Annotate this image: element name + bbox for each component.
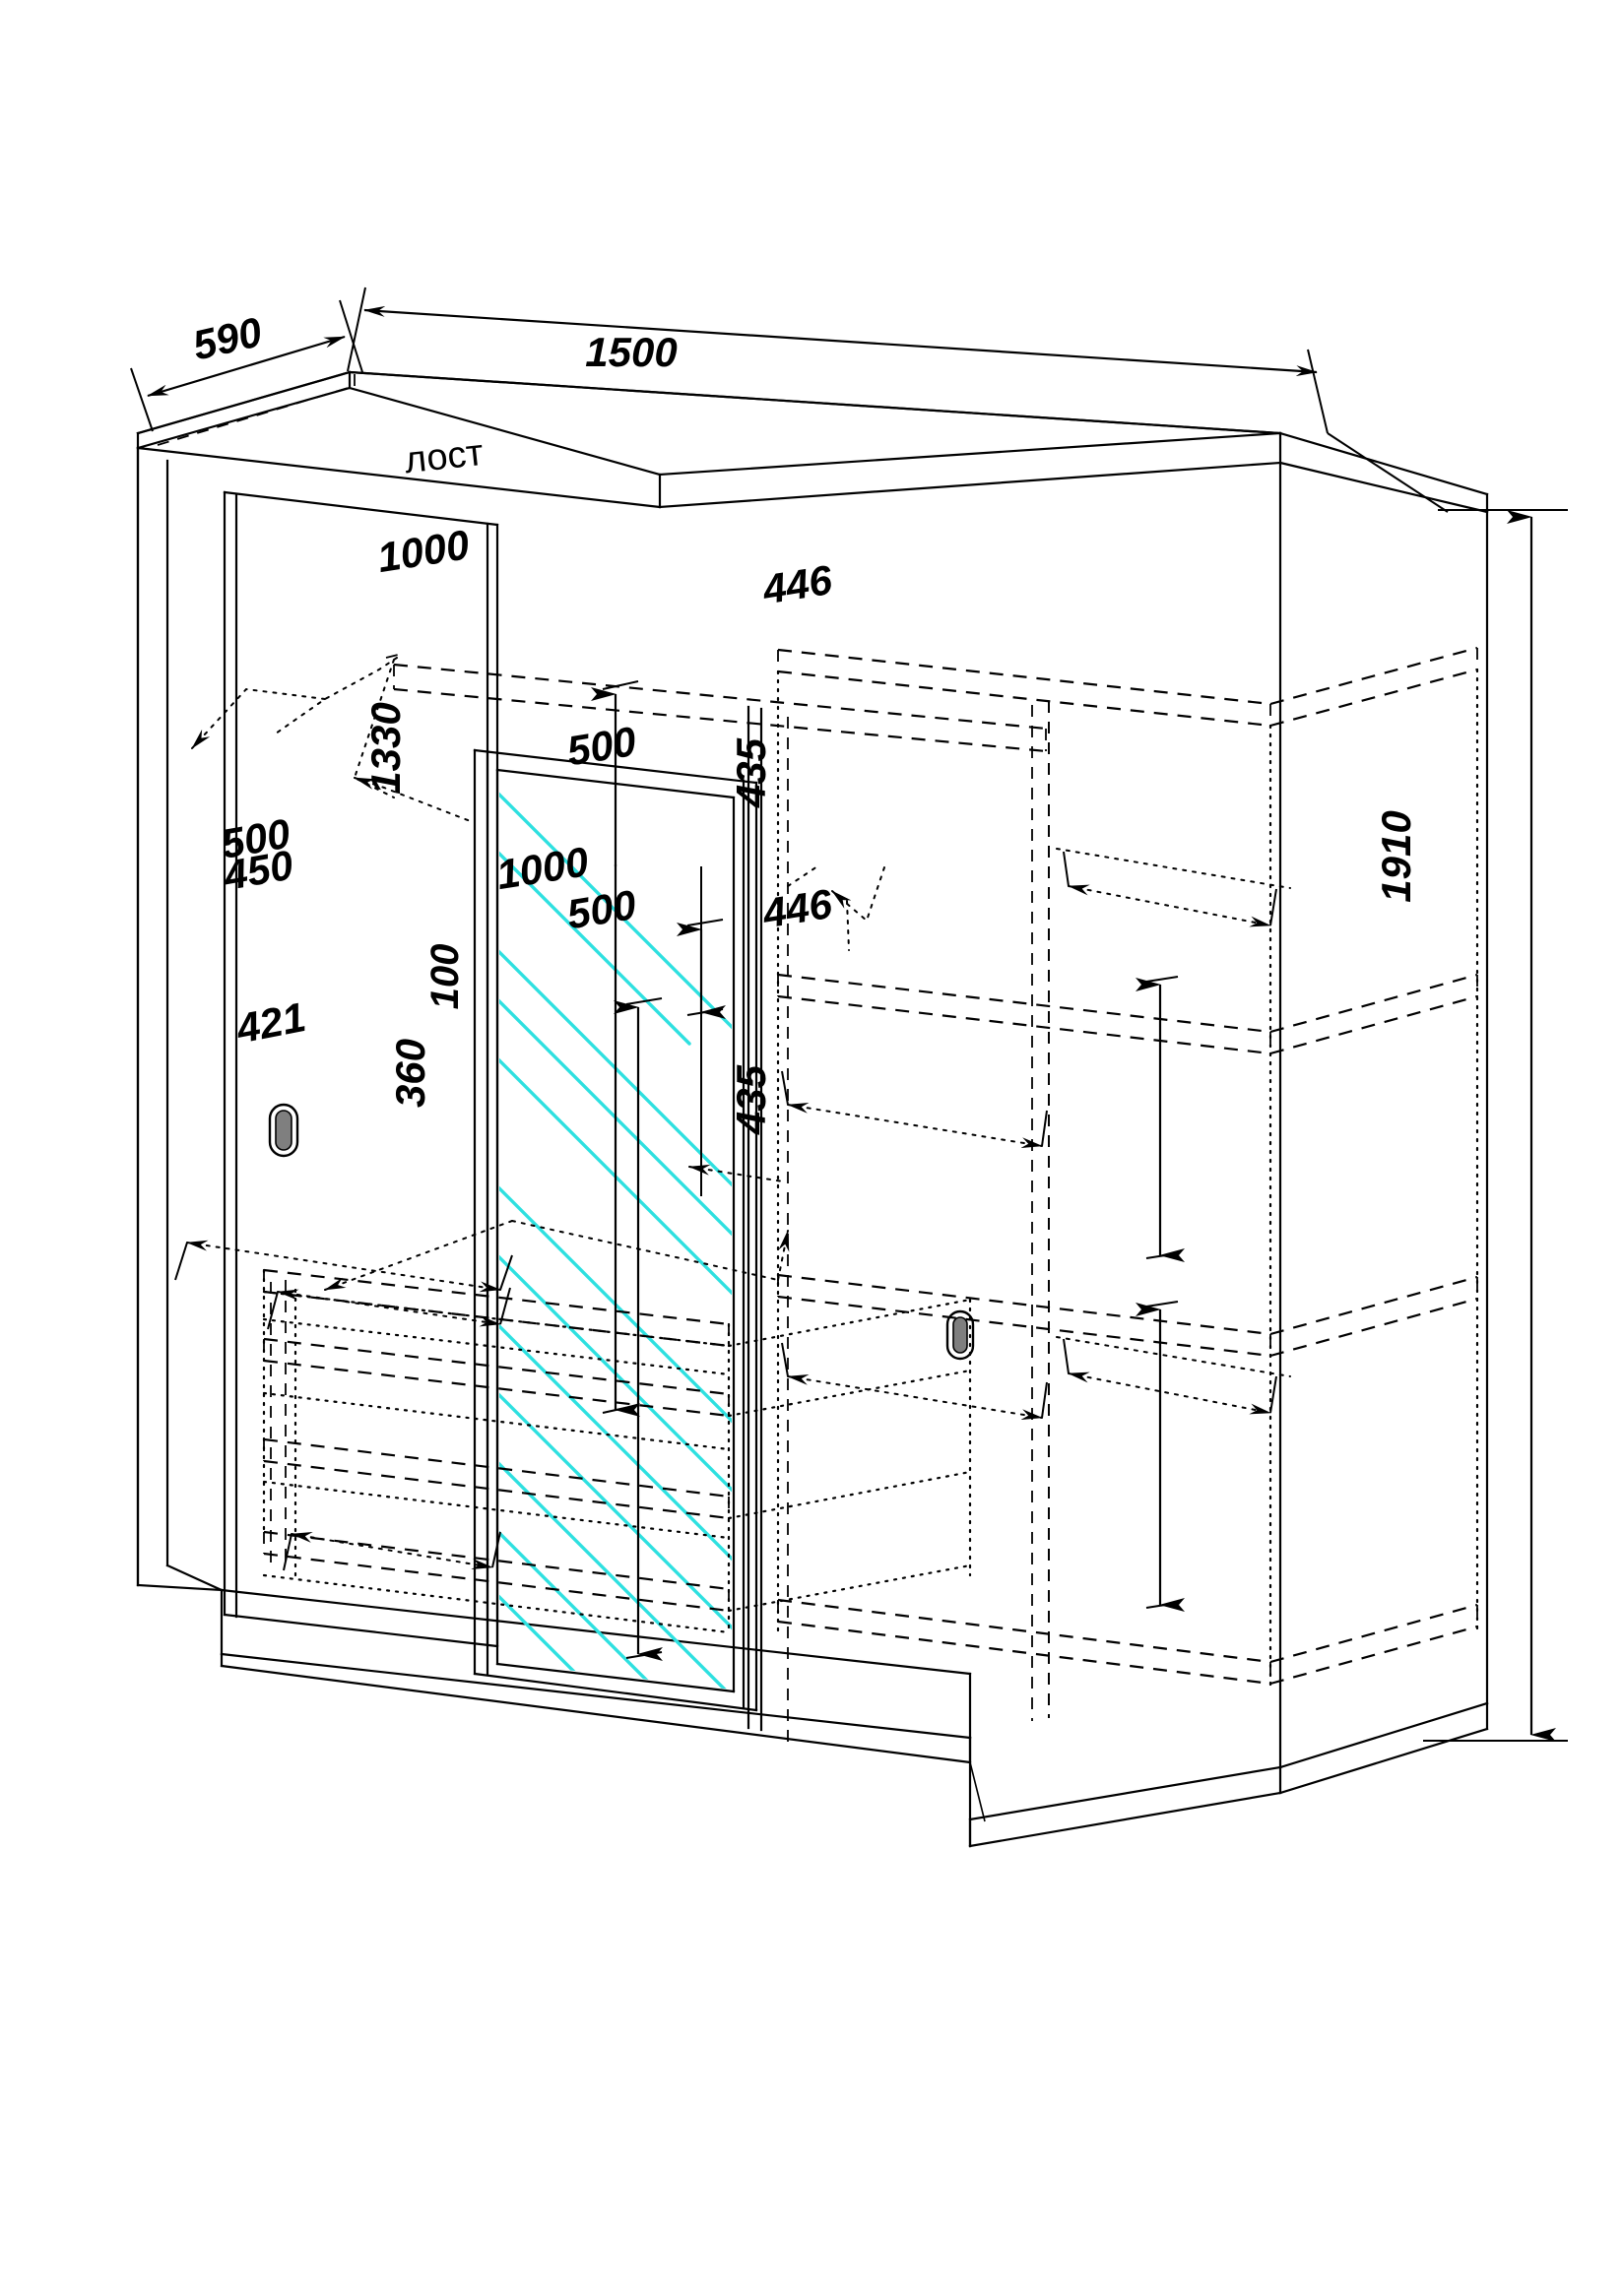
label-right-depth-446-top: 446 xyxy=(758,556,835,613)
dimension-right-height-435-bottom xyxy=(1136,1301,1185,1612)
dimension-drawer-360 xyxy=(614,997,663,1661)
dimension-drawer-421 xyxy=(283,1531,501,1571)
label-gap-100: 100 xyxy=(423,944,467,1010)
dimension-right-height-435-top xyxy=(1136,976,1185,1262)
label-right-height-435-top: 435 xyxy=(728,737,774,808)
dimension-right-width-500-top xyxy=(781,1070,1048,1149)
dimension-labels: 590 1500 1910 лост 1000 1330 1000 500 45… xyxy=(188,308,1419,1135)
dimension-right-depth-446-bottom xyxy=(1056,1336,1291,1415)
dimension-right-width-500-bottom xyxy=(781,1342,1048,1421)
dimension-height-1910 xyxy=(1423,509,1568,1742)
label-rod: лост xyxy=(403,432,486,481)
leader-top-rail xyxy=(191,657,398,749)
leader-mid-right xyxy=(831,861,887,951)
door-handle-left[interactable] xyxy=(268,1103,299,1158)
label-drawer-360: 360 xyxy=(387,1039,433,1108)
leader-top-panel-left xyxy=(353,659,474,823)
clothes-rod xyxy=(385,653,1047,753)
leader-left-of-right-compartment xyxy=(688,1164,784,1182)
dimension-rod-1000 xyxy=(591,680,639,866)
dimension-left-shelf-450 xyxy=(267,1287,511,1330)
label-width-1500: 1500 xyxy=(585,329,677,375)
dimension-right-depth-446-top xyxy=(1056,848,1291,927)
cabinet-left-side xyxy=(136,446,169,1587)
dimension-left-shelf-500 xyxy=(174,1240,513,1293)
label-depth-590: 590 xyxy=(188,308,266,369)
cabinet-base-plinth xyxy=(136,1563,986,1848)
door-handle-right[interactable] xyxy=(945,1309,975,1361)
sliding-door-right[interactable] xyxy=(747,701,1050,1743)
label-mirror-height-1330: 1330 xyxy=(362,702,409,794)
label-right-width-500-top: 500 xyxy=(563,718,639,774)
label-height-1910: 1910 xyxy=(1373,810,1419,902)
label-right-depth-446-bottom: 446 xyxy=(758,880,835,937)
cabinet-right-side xyxy=(968,461,1489,1848)
label-drawer-421: 421 xyxy=(231,993,309,1052)
label-rod-height-1000: 1000 xyxy=(374,521,473,581)
dimension-depth-590 xyxy=(130,299,363,432)
dimension-mirror-1330 xyxy=(602,864,640,1417)
leader-top-rail-center xyxy=(787,865,818,887)
label-right-height-435-bottom: 435 xyxy=(728,1064,774,1135)
label-right-width-500-bottom: 500 xyxy=(563,881,639,937)
right-compartment-shelves xyxy=(777,646,1478,1721)
dimension-width-1500 xyxy=(347,287,1449,513)
